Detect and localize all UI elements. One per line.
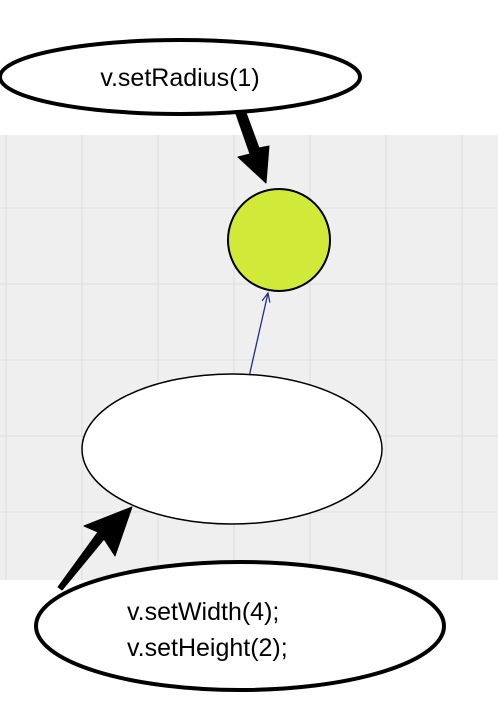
bottom-callout: v.setWidth(4); v.setHeight(2); xyxy=(34,560,446,692)
bottom-callout-arrow xyxy=(57,506,133,591)
top-callout-arrow xyxy=(235,109,270,184)
bottom-callout-label-line1: v.setWidth(4); xyxy=(127,598,279,626)
circle-node[interactable] xyxy=(227,188,331,292)
bottom-callout-bubble xyxy=(34,560,446,692)
top-callout-bubble xyxy=(0,38,362,116)
ellipse-node[interactable] xyxy=(81,373,383,525)
bottom-callout-label-line2: v.setHeight(2); xyxy=(127,634,288,662)
graph-edge xyxy=(248,291,271,378)
top-callout: v.setRadius(1) xyxy=(0,38,362,116)
top-callout-label: v.setRadius(1) xyxy=(100,64,259,92)
